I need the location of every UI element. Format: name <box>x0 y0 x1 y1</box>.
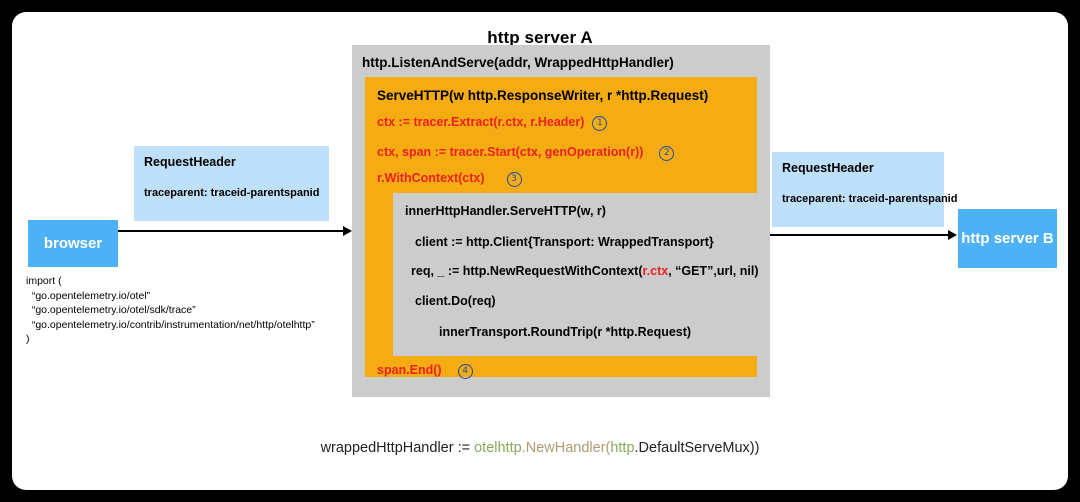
inner-http-handler-container: innerHttpHandler.ServeHTTP(w, r) client … <box>393 193 770 356</box>
page-title: http server A <box>487 28 593 47</box>
request-header-left-traceparent: traceparent: traceid-parentspanid <box>144 187 320 199</box>
step-3-marker-icon: 3 <box>506 172 522 187</box>
step-2-line: ctx, span := tracer.Start(ctx, genOperat… <box>377 145 675 161</box>
step-4-marker-icon: 4 <box>457 364 473 379</box>
step-4-line: span.End() 4 <box>377 363 473 379</box>
import-block: import ( “go.opentelemetry.io/otel” “go.… <box>26 275 315 345</box>
caption-assign: wrappedHttpHandler := <box>320 440 475 456</box>
browser-node-label: browser <box>43 235 103 252</box>
serve-http-container: ServeHTTP(w http.ResponseWriter, r *http… <box>365 77 770 379</box>
step-2-marker-icon: 2 <box>659 146 675 161</box>
arrow-server-a-to-server-b <box>770 234 950 236</box>
request-header-right: RequestHeader traceparent: traceid-paren… <box>772 152 957 227</box>
new-request-suffix: , “GET”,url, nil) <box>668 264 759 278</box>
serve-http-label: ServeHTTP(w http.ResponseWriter, r *http… <box>377 88 709 103</box>
inner-handler-servehttp-line: innerHttpHandler.ServeHTTP(w, r) <box>405 204 606 218</box>
http-server-b-label: http server B <box>961 230 1054 247</box>
caption-defaultservemux: .DefaultServeMux)) <box>634 440 760 456</box>
http-server-b-node[interactable]: http server B <box>958 209 1057 268</box>
step-2-code: ctx, span := tracer.Start(ctx, genOperat… <box>377 145 644 159</box>
client-do-line: client.Do(req) <box>415 294 496 308</box>
caption: wrappedHttpHandler := otelhttp.NewHandle… <box>12 440 1068 456</box>
arrow-head-icon <box>948 230 957 240</box>
request-header-left: RequestHeader traceparent: traceid-paren… <box>134 146 329 221</box>
caption-otelhttp: otelhttp <box>474 440 522 456</box>
round-trip-line: innerTransport.RoundTrip(r *http.Request… <box>439 325 692 339</box>
step-1-marker-icon: 1 <box>592 116 608 131</box>
caption-http: http <box>610 440 635 456</box>
listen-and-serve-label: http.ListenAndServe(addr, WrappedHttpHan… <box>362 55 674 70</box>
request-header-right-title: RequestHeader <box>782 161 874 175</box>
arrow-head-icon <box>343 226 352 236</box>
request-header-right-traceparent: traceparent: traceid-parentspanid <box>782 193 958 205</box>
step-1-line: ctx := tracer.Extract(r.ctx, r.Header) 1 <box>377 115 608 131</box>
step-4-code: span.End() <box>377 363 442 377</box>
diagram-card: http server A http.ListenAndServe(addr, … <box>12 12 1068 490</box>
step-1-code: ctx := tracer.Extract(r.ctx, r.Header) <box>377 115 585 129</box>
new-request-ctx: r.ctx <box>642 264 669 278</box>
request-header-left-title: RequestHeader <box>144 155 236 169</box>
new-request-prefix: req, _ := http.NewRequestWithContext( <box>411 264 643 278</box>
step-3-code: r.WithContext(ctx) <box>377 171 485 185</box>
step-3-line: r.WithContext(ctx) 3 <box>377 171 522 187</box>
browser-node[interactable]: browser <box>28 220 118 267</box>
listen-and-serve-container: http.ListenAndServe(addr, WrappedHttpHan… <box>352 45 770 397</box>
new-request-line: req, _ := http.NewRequestWithContext(r.c… <box>411 264 759 278</box>
caption-newhandler: .NewHandler( <box>521 440 611 456</box>
arrow-browser-to-server-a <box>118 230 346 232</box>
client-init-line: client := http.Client{Transport: Wrapped… <box>415 235 714 249</box>
